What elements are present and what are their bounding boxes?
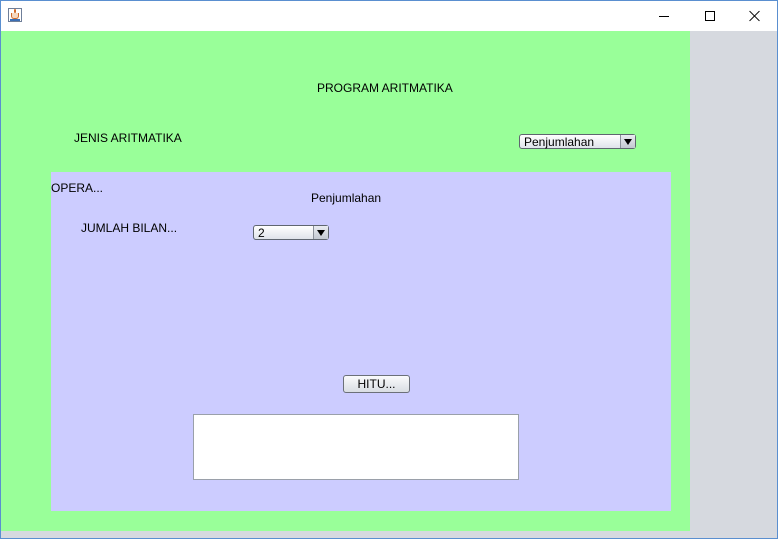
main-panel: PROGRAM ARITMATIKA JENIS ARITMATIKA Penj… xyxy=(1,31,690,531)
result-text-area[interactable] xyxy=(193,414,519,480)
maximize-icon xyxy=(705,11,715,21)
calculate-button[interactable]: HITU... xyxy=(343,375,410,393)
chevron-down-icon[interactable] xyxy=(620,135,635,148)
number-count-label: JUMLAH BILAN... xyxy=(81,221,178,235)
operation-panel: OPERA... Penjumlahan JUMLAH BILAN... 2 H… xyxy=(51,172,671,511)
close-icon xyxy=(749,10,761,22)
arithmetic-type-select[interactable]: Penjumlahan xyxy=(519,134,636,149)
operation-title: Penjumlahan xyxy=(311,191,382,205)
number-count-value: 2 xyxy=(258,226,265,240)
chevron-down-icon[interactable] xyxy=(313,226,328,239)
number-count-select[interactable]: 2 xyxy=(253,225,329,240)
title-bar[interactable] xyxy=(1,1,777,31)
page-title: PROGRAM ARITMATIKA xyxy=(317,81,453,95)
close-button[interactable] xyxy=(732,1,778,31)
arithmetic-type-label: JENIS ARITMATIKA xyxy=(74,131,182,145)
minimize-button[interactable] xyxy=(641,1,687,31)
maximize-button[interactable] xyxy=(687,1,733,31)
minimize-icon xyxy=(659,15,669,17)
java-cup-icon[interactable] xyxy=(8,8,22,22)
arithmetic-type-value: Penjumlahan xyxy=(524,135,595,149)
operation-panel-title: OPERA... xyxy=(51,181,104,195)
